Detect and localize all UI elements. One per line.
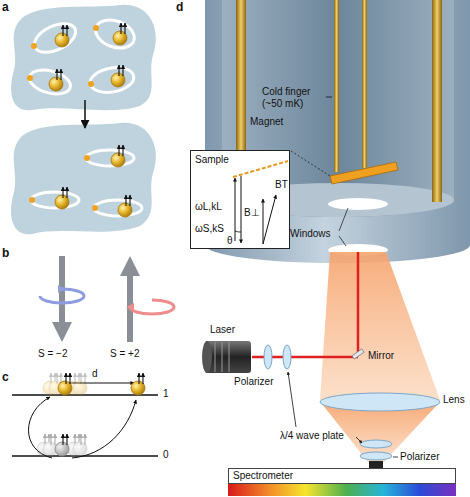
part-label: Polarizer [400,451,439,463]
part-label: Mirror [368,350,394,362]
part-label: Laser [210,324,235,336]
inset-label: ωL,kL [195,201,222,213]
spectrometer-box: Spectrometer [228,468,456,484]
level-label: 1 [163,388,169,400]
part-label: λ/4 wave plate [280,430,344,442]
spin-label: S = +2 [110,348,139,360]
part-label: Cold finger (~50 mK) [262,86,324,110]
part-label: Magnet [250,116,283,128]
inset-box: Sample ωL,kL ωS,kSθ B⊥ BT [190,150,290,249]
spectrometer-label: Spectrometer [233,470,293,482]
part-label: Polarizer [234,376,273,388]
inset-label: ωS,kS [195,223,224,235]
panel-letter: d [176,0,183,14]
inset-label: Sample [195,154,229,166]
inset-label: θ [227,235,233,247]
part-label: Lens [443,394,465,406]
panel-letter: a [2,0,9,14]
inset-label: B⊥ [244,207,260,219]
panel-letter: c [2,370,9,384]
spin-label: S = −2 [38,348,67,360]
part-label: Windows [290,228,331,240]
panel-letter: b [2,246,9,260]
level-label: 0 [163,449,169,461]
distance-label: d [92,368,98,380]
inset-label: BT [275,179,288,191]
